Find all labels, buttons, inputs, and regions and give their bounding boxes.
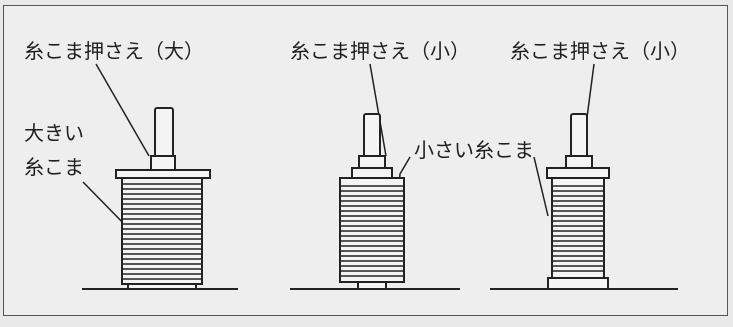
middle-spool-group bbox=[339, 113, 405, 290]
right-thread-lines bbox=[552, 185, 604, 272]
middle-thread-lines bbox=[340, 185, 404, 277]
left-cap-plate bbox=[115, 169, 211, 179]
label-top-left: 糸こま押さえ（大） bbox=[24, 39, 204, 63]
middle-spool-base bbox=[357, 281, 387, 290]
label-small-spool: 小さい糸こま bbox=[414, 138, 534, 162]
label-big-spool-line-2: 糸こま bbox=[24, 155, 84, 179]
left-cap-center bbox=[150, 155, 176, 171]
left-spool-base bbox=[127, 283, 197, 290]
middle-cap-plate bbox=[351, 167, 393, 179]
right-cap-plate bbox=[546, 167, 610, 179]
right-spool-body bbox=[551, 177, 605, 279]
right-spool-group bbox=[546, 113, 610, 290]
label-big-spool-line-1: 大きい bbox=[24, 121, 84, 145]
label-top-right: 糸こま押さえ（小） bbox=[510, 39, 690, 63]
left-thread-lines bbox=[122, 183, 202, 280]
label-top-middle: 糸こま押さえ（小） bbox=[290, 39, 470, 63]
leader-small-spool-b bbox=[533, 156, 549, 217]
right-cap-center bbox=[565, 155, 593, 169]
diagram-frame: 糸こま押さえ（大） 糸こま押さえ（小） 糸こま押さえ（小） 大きい 糸こま 小さ… bbox=[3, 5, 728, 316]
left-spool-group bbox=[115, 107, 211, 290]
leader-top-left bbox=[95, 63, 150, 157]
left-spool-body bbox=[121, 177, 203, 285]
leader-top-middle bbox=[369, 63, 387, 157]
right-spool-base bbox=[547, 277, 609, 290]
spool-cap-diagram: 糸こま押さえ（大） 糸こま押さえ（小） 糸こま押さえ（小） 大きい 糸こま 小さ… bbox=[24, 39, 690, 290]
middle-cap-center bbox=[358, 155, 386, 169]
